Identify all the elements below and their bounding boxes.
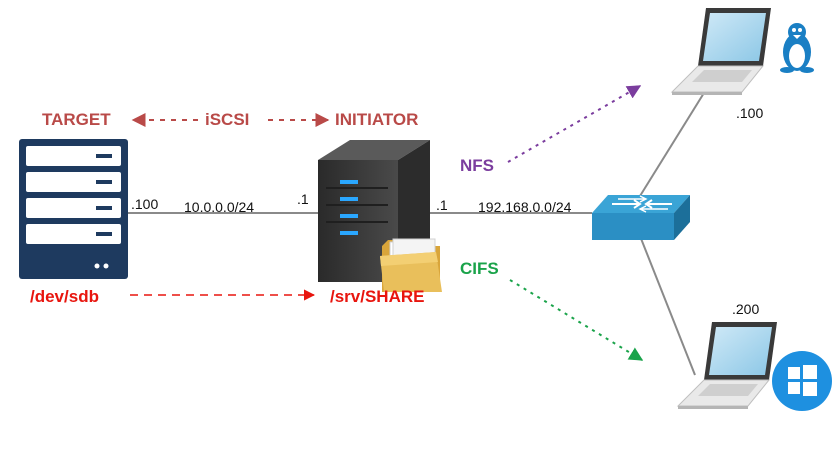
windows-ip-label: .200 <box>732 301 759 317</box>
target-label: TARGET <box>42 110 111 129</box>
folder-icon <box>380 238 442 292</box>
link-switch-to-linux <box>639 79 713 197</box>
cifs-label: CIFS <box>460 259 499 278</box>
target-ip-label: .100 <box>131 196 158 212</box>
cifs-arrow <box>509 279 644 361</box>
subnet-b-label: 192.168.0.0/24 <box>478 199 572 215</box>
initiator-ip-b-label: .1 <box>436 197 448 213</box>
nfs-arrow <box>507 85 642 163</box>
subnet-a-label: 10.0.0.0/24 <box>184 199 254 215</box>
iscsi-label: iSCSI <box>205 110 249 129</box>
nfs-label: NFS <box>460 156 494 175</box>
storage-server-icon <box>19 139 128 279</box>
initiator-label: INITIATOR <box>335 110 418 129</box>
laptop-icon <box>676 322 777 409</box>
share-path-label: /srv/SHARE <box>330 287 424 306</box>
dev-path-label: /dev/sdb <box>30 287 99 306</box>
laptop-icon <box>670 8 771 95</box>
windows-logo-icon <box>772 351 832 411</box>
initiator-ip-a-label: .1 <box>297 191 309 207</box>
link-switch-to-windows <box>639 235 696 376</box>
network-links <box>128 79 713 376</box>
linux-ip-label: .100 <box>736 105 763 121</box>
network-switch-icon <box>592 195 690 240</box>
linux-tux-icon <box>780 23 814 73</box>
